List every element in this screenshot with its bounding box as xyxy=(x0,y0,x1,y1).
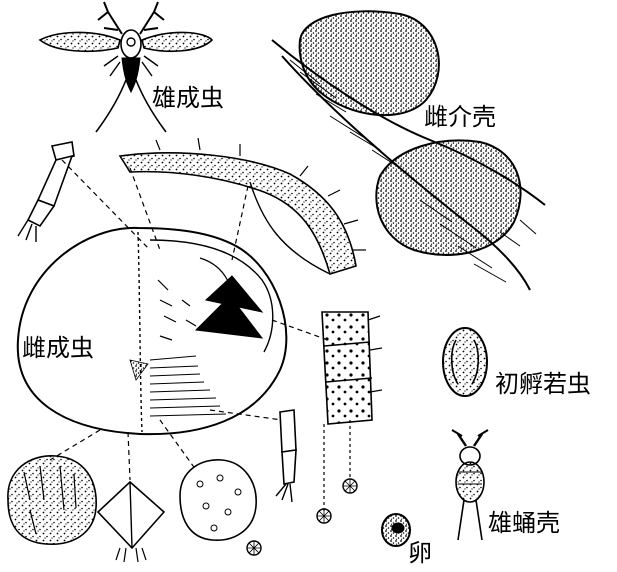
label-female-scale: 雌介壳 xyxy=(424,103,496,131)
anal-plate-detail xyxy=(96,480,166,563)
egg-figure xyxy=(381,513,411,547)
female-margin-detail xyxy=(118,137,366,276)
spiracle-detail-left xyxy=(7,455,97,545)
label-first-instar: 初孵若虫 xyxy=(495,370,591,398)
female-scale-lower xyxy=(375,139,522,256)
margin-segment-detail xyxy=(316,311,383,524)
label-egg: 卵 xyxy=(408,539,432,567)
first-instar-figure xyxy=(442,327,488,397)
male-adult-figure xyxy=(38,1,214,133)
leg-detail-right xyxy=(275,409,297,503)
label-male-pupa: 雄蛹壳 xyxy=(488,509,560,537)
label-female-adult: 雌成虫 xyxy=(22,334,94,362)
label-male-adult: 雄成虫 xyxy=(152,84,224,112)
male-pupa-figure xyxy=(451,429,489,541)
leg-detail-left xyxy=(17,141,75,242)
leader-lines xyxy=(49,159,329,481)
pore-detail xyxy=(179,459,262,556)
branch-with-female-scales xyxy=(271,10,560,300)
female-scale-upper xyxy=(298,10,440,117)
female-adult-figure xyxy=(16,226,288,436)
